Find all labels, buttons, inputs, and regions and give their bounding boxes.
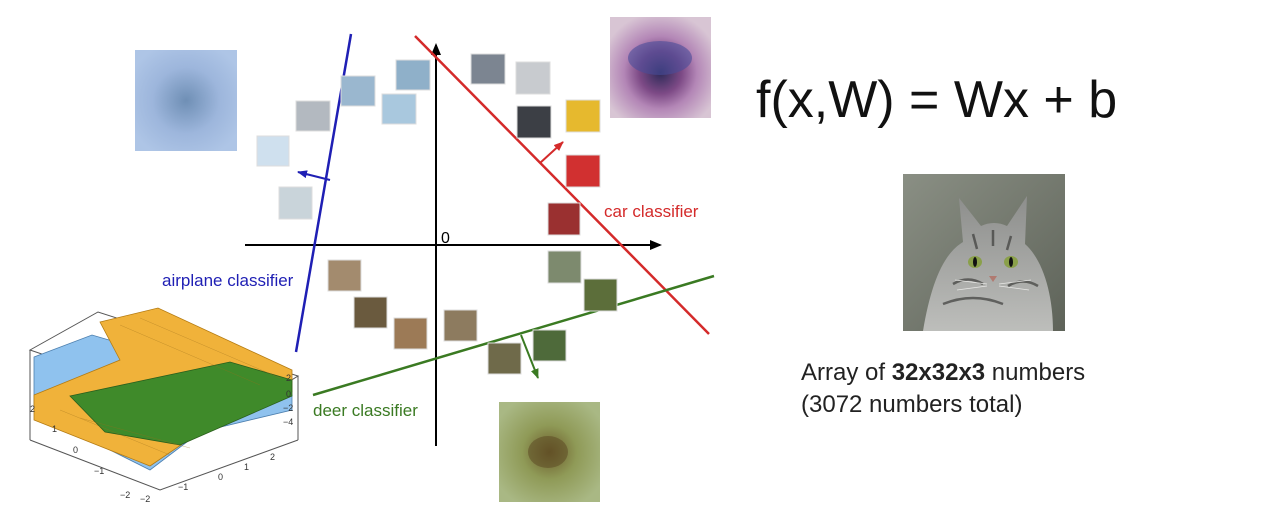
surface-plot	[28, 307, 300, 491]
car-thumb	[515, 61, 551, 95]
cat-thumb	[327, 259, 362, 292]
deer-thumb	[487, 342, 522, 375]
airplane-thumb	[395, 59, 431, 91]
airplane-thumb	[256, 135, 290, 167]
left-tick: 1	[52, 424, 58, 434]
image-caption: Array of 32x32x3 numbers (3072 numbers t…	[801, 357, 1085, 421]
bird-thumb	[583, 278, 618, 312]
car-thumb	[565, 99, 601, 133]
bird-thumb	[547, 250, 582, 284]
airplane-thumb	[278, 186, 313, 220]
left-tick: −1	[94, 466, 105, 476]
airplane-template-image	[135, 50, 237, 151]
bottom-tick: 1	[244, 462, 250, 472]
z-tick: −4	[283, 417, 294, 427]
deer-classifier-label: deer classifier	[313, 401, 418, 420]
caption-line-1: Array of 32x32x3 numbers	[801, 357, 1085, 389]
car-thumb	[565, 154, 601, 188]
car-template-detail	[628, 41, 692, 75]
cat-photo	[903, 174, 1065, 331]
airplane-thumb	[381, 93, 417, 125]
bottom-tick: 2	[270, 452, 276, 462]
linear-score-formula: f(x,W) = Wx + b	[756, 71, 1118, 129]
cat-thumb	[393, 317, 428, 350]
left-tick: 2	[30, 404, 36, 414]
left-tick: −2	[120, 490, 131, 500]
frog-thumb	[443, 309, 478, 342]
car-thumb	[516, 105, 552, 139]
caption-dimensions: 32x32x3	[891, 359, 986, 386]
z-tick: −2	[283, 403, 294, 413]
caption-suffix: numbers	[985, 359, 1086, 386]
origin-label: 0	[441, 230, 450, 247]
bottom-tick: −1	[178, 482, 189, 492]
airplane-classifier-label: airplane classifier	[162, 271, 294, 290]
other-thumbnails	[327, 250, 618, 375]
car-normal-arrow	[539, 141, 564, 164]
car-classifier-line	[414, 35, 710, 335]
deer-classifier-line	[312, 274, 715, 397]
z-tick: 0	[286, 389, 292, 399]
caption-prefix: Array of	[801, 359, 892, 386]
car-classifier-label: car classifier	[604, 202, 699, 221]
car-thumb	[547, 202, 581, 236]
deer-thumb	[532, 329, 567, 362]
airplane-thumbnails	[256, 59, 431, 220]
left-tick: 0	[73, 445, 79, 455]
airplane-thumb	[295, 100, 331, 132]
deer-template-detail	[528, 436, 568, 468]
airplane-normal-arrow	[297, 170, 331, 181]
car-thumb	[470, 53, 506, 85]
z-tick: 2	[286, 373, 292, 383]
deer-normal-arrow	[520, 334, 539, 379]
airplane-thumb	[340, 75, 376, 107]
bottom-tick: 0	[218, 472, 224, 482]
caption-line-2: (3072 numbers total)	[801, 391, 1023, 418]
frog-thumb	[353, 296, 388, 329]
car-thumbnails	[470, 53, 601, 236]
surface-green-plane	[69, 361, 293, 446]
bottom-tick: −2	[140, 494, 151, 504]
